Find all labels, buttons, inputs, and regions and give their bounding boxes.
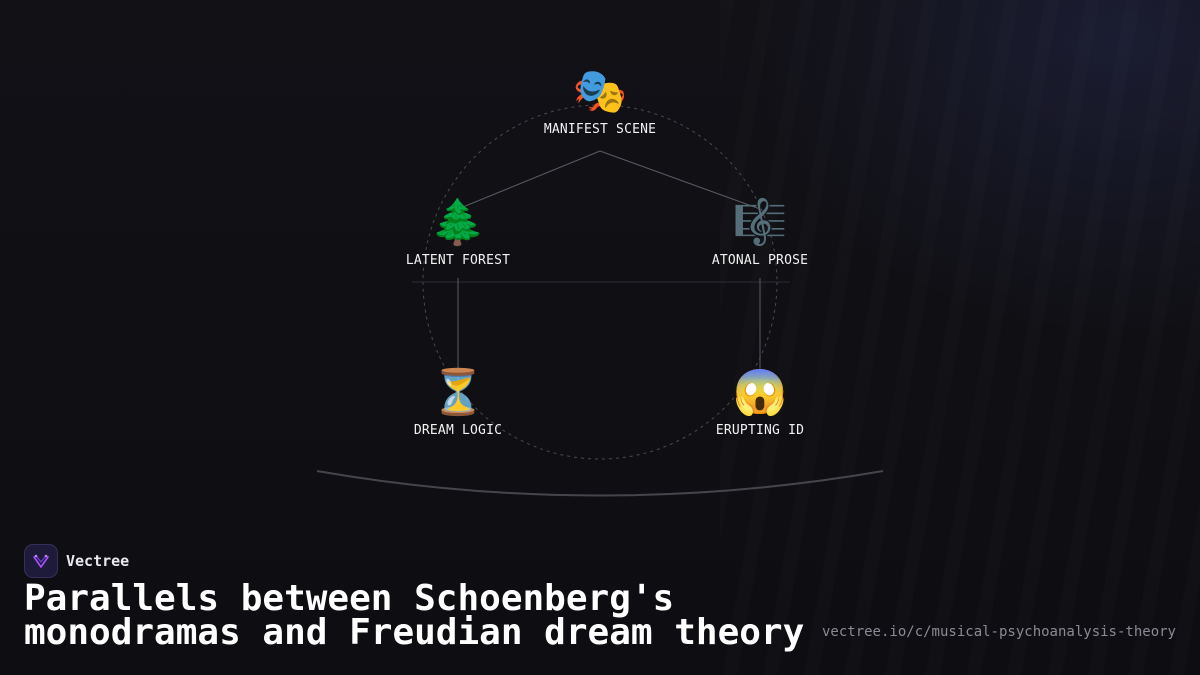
node-label: LATENT FOREST	[405, 253, 511, 268]
edge-manifest-atonal	[599, 150, 761, 210]
node-label: DREAM LOGIC	[413, 423, 503, 438]
node-label: ATONAL PROSE	[711, 253, 809, 268]
source-url: vectree.io/c/musical-psychoanalysis-theo…	[821, 624, 1176, 640]
theater-masks-icon: 🎭	[572, 67, 628, 116]
base-arc	[316, 470, 884, 497]
node-label: MANIFEST SCENE	[543, 122, 657, 137]
node-atonal-prose: 🎼 ATONAL PROSE	[680, 197, 840, 268]
node-manifest-scene: 🎭 MANIFEST SCENE	[520, 66, 680, 137]
vectree-logo-icon	[24, 544, 58, 578]
musical-score-icon: 🎼	[732, 198, 788, 247]
evergreen-tree-icon: 🌲	[430, 198, 486, 247]
brand-name: Vectree	[66, 552, 130, 570]
edge-manifest-latent	[457, 150, 601, 210]
brand: Vectree	[24, 544, 129, 578]
node-dream-logic: ⏳ DREAM LOGIC	[378, 367, 538, 438]
page-title: Parallels between Schoenberg's monodrama…	[24, 578, 805, 653]
hourglass-icon: ⏳	[430, 368, 486, 417]
screaming-face-icon: 😱	[732, 368, 788, 417]
node-erupting-id: 😱 ERUPTING ID	[680, 367, 840, 438]
node-latent-forest: 🌲 LATENT FOREST	[378, 197, 538, 268]
node-label: ERUPTING ID	[715, 423, 805, 438]
